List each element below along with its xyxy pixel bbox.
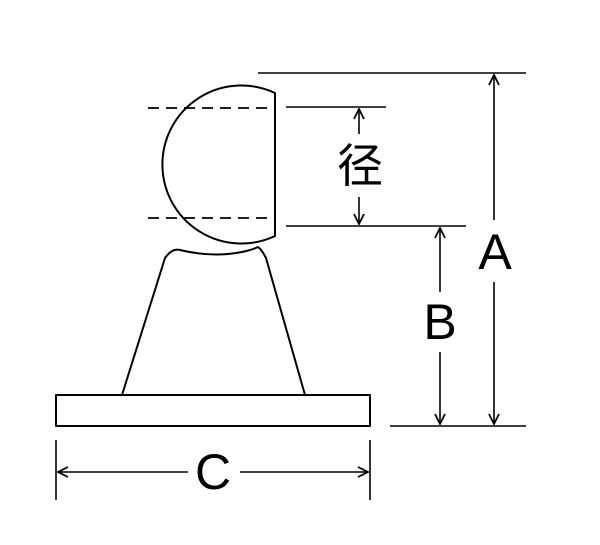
dimension-a-label: A — [478, 224, 512, 280]
neck-stem — [121, 246, 306, 396]
dimension-b-label: B — [423, 294, 456, 350]
dimension-diameter-label: 径 — [337, 139, 383, 193]
base-plate — [55, 394, 371, 427]
dimension-c-label: C — [195, 444, 231, 500]
ball-sphere — [161, 84, 276, 245]
